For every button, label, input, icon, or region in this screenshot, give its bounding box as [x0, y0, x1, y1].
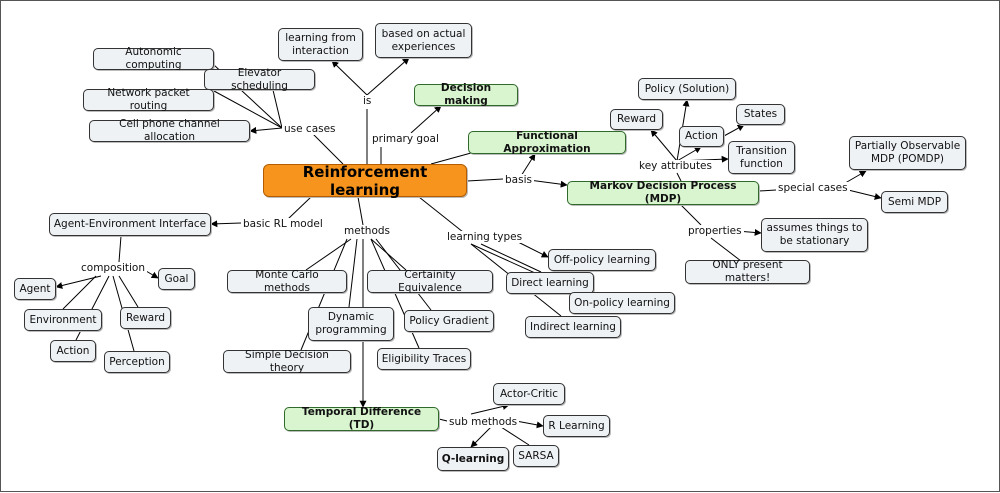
node-perception[interactable]: Perception: [104, 351, 170, 373]
node-action-mdp[interactable]: Action: [679, 126, 724, 147]
connector-line: [410, 105, 442, 134]
node-cell-phone-channel-allocation[interactable]: Cell phone channel allocation: [89, 118, 250, 143]
connector-line: [466, 178, 504, 182]
node-based-on-actual-experiences[interactable]: based on actual experiences: [375, 23, 472, 58]
node-decision-making[interactable]: Decision making: [414, 82, 518, 107]
link-label-basis: basis: [503, 174, 534, 187]
node-network-packet-routing[interactable]: Network packet routing: [83, 87, 214, 112]
node-assumes-stationary[interactable]: assumes things to be stationary: [761, 218, 868, 252]
connector-line: [272, 89, 283, 129]
node-states[interactable]: States: [736, 104, 785, 125]
node-policy-gradient[interactable]: Policy Gradient: [404, 310, 494, 332]
connector-line: [710, 237, 742, 262]
node-mdp[interactable]: Markov Decision Process (MDP): [567, 180, 759, 205]
node-pomdp[interactable]: Partially Observable MDP (POMDP): [849, 136, 966, 170]
link-label-methods: methods: [342, 225, 393, 238]
connector-line: [287, 196, 312, 220]
link-label-special-cases: special cases: [776, 182, 850, 195]
node-functional-approximation[interactable]: Functional Approximation: [468, 130, 626, 155]
connector-line: [145, 270, 159, 279]
node-monte-carlo-methods[interactable]: Monte Carlo methods: [227, 269, 347, 294]
node-q-learning[interactable]: Q-learning: [437, 447, 509, 471]
link-label-is: is: [361, 95, 374, 108]
connector-line: [118, 275, 139, 308]
connector-line: [528, 179, 568, 188]
link-label-basic-rl-model: basic RL model: [241, 218, 325, 231]
node-action-ae[interactable]: Action: [50, 340, 96, 362]
connector-line: [758, 189, 777, 192]
connector-line: [515, 420, 544, 429]
root-node-reinforcement-learning[interactable]: Reinforcement learning: [263, 163, 467, 199]
connector-line: [62, 275, 97, 310]
connector-line: [418, 196, 464, 233]
node-reward-mdp[interactable]: Reward: [610, 109, 663, 130]
connector-line: [348, 238, 358, 308]
link-label-sub-methods: sub methods: [447, 416, 520, 429]
node-goal[interactable]: Goal: [158, 268, 195, 290]
node-indirect-learning[interactable]: Indirect learning: [525, 316, 621, 338]
link-label-composition: composition: [79, 262, 148, 275]
connector-line: [438, 418, 448, 422]
connector-line: [515, 240, 549, 258]
node-actor-critic[interactable]: Actor-Critic: [493, 383, 565, 405]
connector-line: [249, 126, 283, 134]
connector-line: [305, 238, 352, 271]
link-label-key-attributes: key attributes: [637, 160, 714, 173]
link-label-use-cases: use cases: [282, 123, 338, 136]
node-autonomic-computing[interactable]: Autonomic computing: [93, 46, 214, 71]
node-simple-decision-theory[interactable]: Simple Decision theory: [223, 349, 351, 374]
node-temporal-difference[interactable]: Temporal Difference (TD): [284, 406, 439, 431]
connector-line: [520, 153, 536, 177]
node-transition-function[interactable]: Transition function: [728, 141, 795, 174]
node-direct-learning[interactable]: Direct learning: [506, 272, 594, 294]
node-r-learning[interactable]: R Learning: [543, 415, 610, 437]
node-on-policy-learning[interactable]: On-policy learning: [569, 292, 675, 314]
node-semi-mdp[interactable]: Semi MDP: [881, 191, 948, 213]
connector-line: [309, 130, 344, 165]
connector-line: [470, 403, 510, 415]
node-environment[interactable]: Environment: [24, 309, 102, 331]
link-label-properties: properties: [686, 225, 744, 238]
node-agent-environment-interface[interactable]: Agent-Environment Interface: [49, 213, 211, 236]
connector-line: [680, 204, 702, 226]
node-policy-solution[interactable]: Policy (Solution): [638, 78, 736, 100]
connector-line: [723, 124, 745, 137]
node-learning-from-interaction[interactable]: learning from interaction: [278, 28, 363, 61]
node-reward-ae[interactable]: Reward: [120, 307, 171, 329]
connector-line: [331, 60, 368, 96]
connector-line: [650, 129, 678, 162]
node-sarsa[interactable]: SARSA: [513, 445, 559, 467]
connector-line: [500, 426, 530, 446]
node-agent[interactable]: Agent: [14, 278, 56, 300]
link-label-primary-goal: primary goal: [370, 133, 441, 146]
node-eligibility-traces[interactable]: Eligibility Traces: [377, 348, 471, 370]
node-dynamic-programming[interactable]: Dynamic programming: [308, 307, 394, 341]
connector-line: [676, 146, 702, 162]
connector-line: [470, 424, 494, 448]
connector-line: [676, 172, 682, 182]
connector-line: [357, 196, 364, 226]
node-certainty-equivalence[interactable]: Certainity Equivalence: [367, 269, 493, 294]
node-off-policy-learning[interactable]: Off-policy learning: [548, 249, 656, 271]
link-label-learning-types: learning types: [445, 231, 525, 244]
connector-line: [480, 243, 542, 273]
node-elevator-scheduling[interactable]: Elevator scheduling: [204, 67, 315, 92]
connector-line: [118, 235, 122, 263]
connector-line: [213, 90, 283, 129]
connector-line: [366, 57, 410, 96]
node-only-present-matters[interactable]: ONLY present matters!: [685, 259, 810, 284]
connector-line: [430, 152, 472, 165]
connector-line: [210, 220, 242, 228]
